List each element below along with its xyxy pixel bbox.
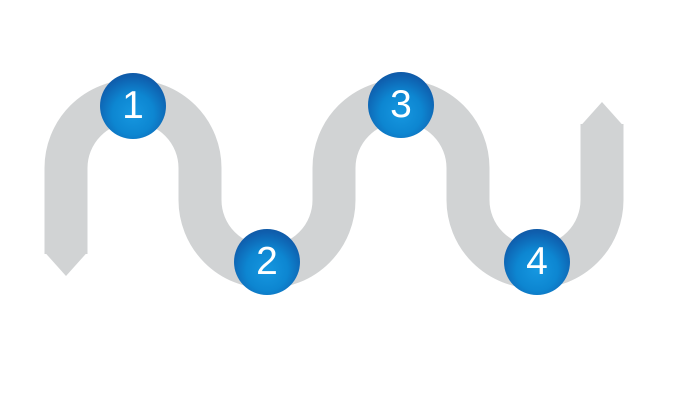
milestone-badge-4: 4	[504, 229, 570, 295]
milestone-badge-2: 2	[234, 229, 300, 295]
milestone-number-3: 3	[390, 82, 412, 126]
milestone-badge-3: 3	[368, 72, 434, 138]
ribbon-end-arrow-tip	[580, 102, 624, 126]
ribbon-path	[44, 79, 624, 289]
milestone-badge-1: 1	[100, 73, 166, 139]
milestone-number-4: 4	[526, 239, 548, 283]
ribbon-start-arrow-tip	[44, 252, 88, 276]
milestone-number-2: 2	[256, 239, 278, 283]
milestone-number-1: 1	[122, 83, 144, 127]
